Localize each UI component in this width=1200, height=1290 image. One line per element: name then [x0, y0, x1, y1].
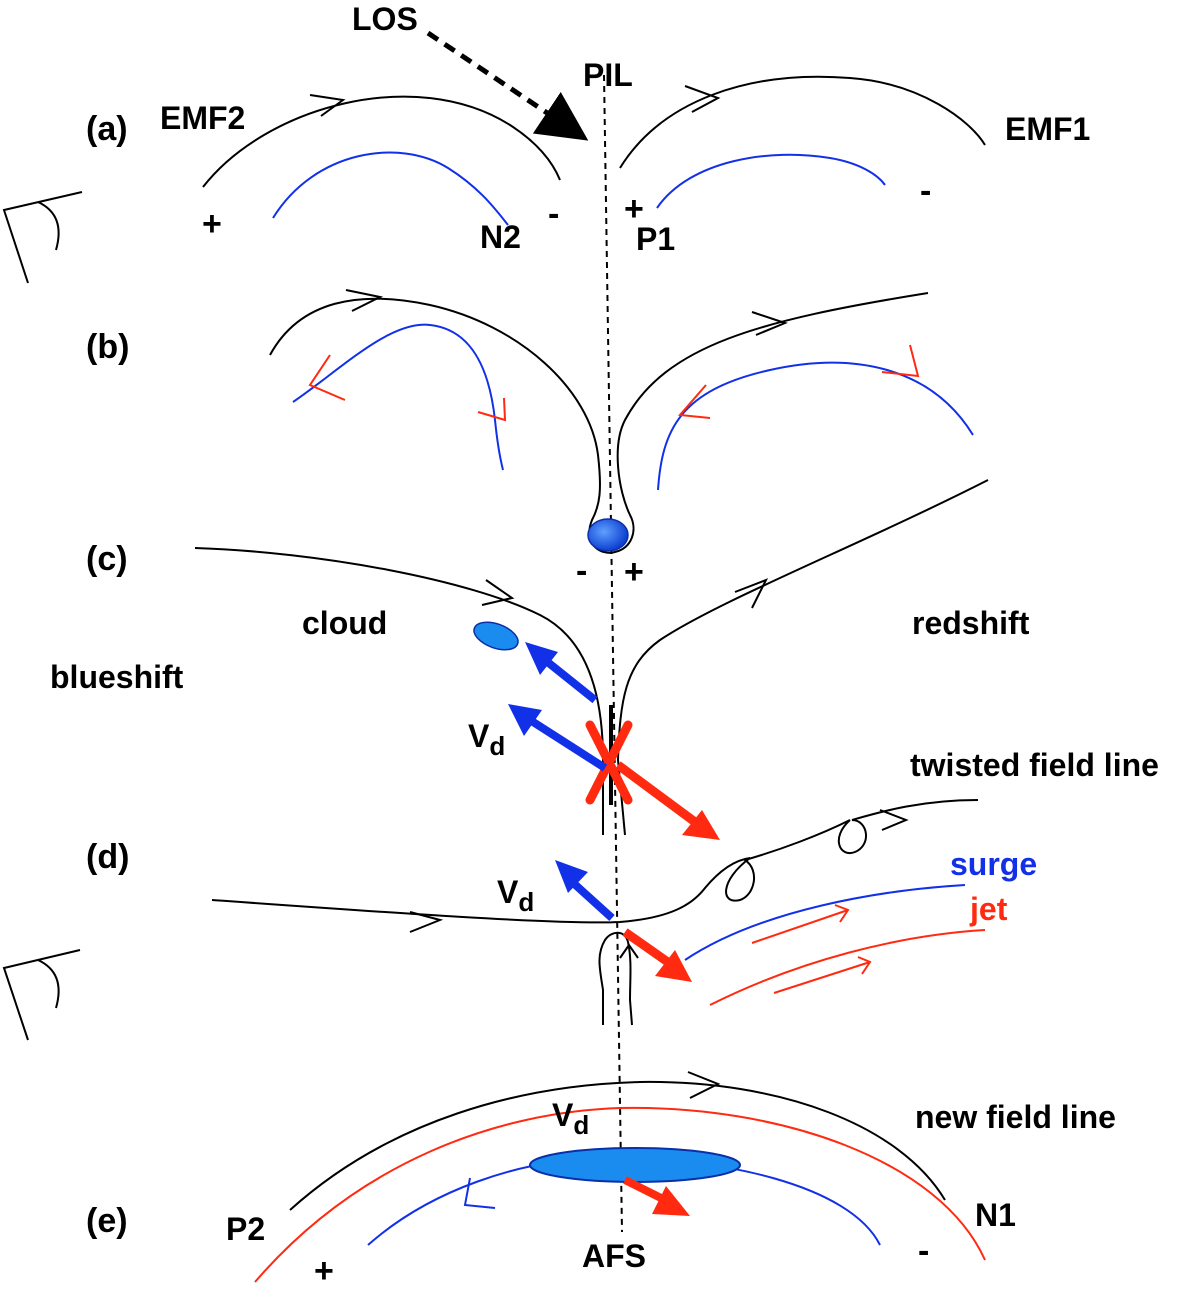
- n1-label: N1: [975, 1197, 1016, 1233]
- new-field-line-label: new field line: [915, 1099, 1116, 1135]
- field-arrowhead: [751, 311, 788, 336]
- surge-cloud: [529, 1147, 741, 1183]
- panel-b-label: (b): [86, 328, 129, 366]
- field-arrowhead: [409, 911, 444, 933]
- left-black-reconnecting-line: [194, 547, 604, 835]
- jet-red-arrow: [773, 956, 872, 994]
- emf1-black-loop: [619, 75, 986, 169]
- eye-icon: [2, 191, 83, 284]
- emf2-label: EMF2: [160, 100, 245, 136]
- panel-e-field-lines: [254, 1071, 986, 1283]
- cloud-label: cloud: [302, 605, 387, 641]
- red-outflow-arrow: [615, 761, 720, 840]
- jet-label: jet: [969, 891, 1008, 927]
- red-outflow-arrow: [623, 1176, 690, 1216]
- los-arrow: [426, 30, 589, 141]
- red-arrowhead: [677, 384, 711, 419]
- surge-label: surge: [950, 846, 1037, 882]
- field-arrowhead: [879, 809, 909, 831]
- red-outflow-arrow: [622, 928, 692, 982]
- emf2-black-loop: [202, 95, 561, 188]
- vd-label: Vd: [497, 874, 534, 917]
- blue-outflow-arrow: [525, 642, 598, 704]
- minus-sign: -: [576, 552, 587, 590]
- jet-red-line: [709, 929, 986, 1006]
- field-arrowhead: [684, 85, 721, 113]
- panel-a-label: (a): [86, 110, 128, 148]
- emf1-label: EMF1: [1005, 111, 1090, 147]
- field-arrowhead: [619, 943, 639, 959]
- plus-sign: +: [202, 205, 222, 243]
- jet-red-arrow: [751, 904, 850, 944]
- field-arrowhead: [309, 94, 346, 117]
- twisted-field-line: [211, 799, 979, 924]
- left-blue-line: [292, 323, 504, 471]
- panel-c-label: (c): [86, 540, 128, 578]
- panel-e-label: (e): [86, 1202, 128, 1240]
- cloud-blob: [473, 621, 519, 651]
- los-label: LOS: [352, 1, 418, 37]
- eye-icon: [2, 949, 81, 1041]
- plus-sign: +: [314, 1252, 334, 1290]
- red-arrowhead: [477, 397, 507, 422]
- plus-sign: +: [624, 553, 644, 591]
- panel-c-field-lines: [194, 479, 989, 840]
- field-arrowhead: [734, 578, 769, 609]
- minus-sign: -: [918, 1232, 929, 1270]
- emf2-blue-loop: [272, 151, 509, 226]
- red-arrowhead: [308, 354, 346, 401]
- reconnection-x-mark: [585, 720, 633, 805]
- emf1-blue-loop: [656, 153, 886, 209]
- plasmoid-blob: [587, 518, 629, 552]
- field-arrowhead: [481, 579, 515, 606]
- right-black-reconnecting-line: [616, 479, 989, 836]
- jet-red-arc: [254, 1106, 986, 1283]
- twisted-field-line-label: twisted field line: [910, 747, 1159, 783]
- minus-sign: -: [548, 195, 559, 233]
- lower-cusp-line: [598, 931, 633, 1026]
- pil-dashed-line: [603, 74, 623, 1233]
- pil-label: PIL: [583, 57, 633, 93]
- panel-d-label: (d): [86, 838, 129, 876]
- p2-label: P2: [226, 1211, 265, 1247]
- field-arrowhead: [345, 289, 384, 312]
- redshift-label: redshift: [912, 605, 1030, 641]
- plus-sign: +: [624, 190, 644, 228]
- blueshift-label: blueshift: [50, 659, 184, 695]
- vd-label: Vd: [468, 718, 505, 761]
- panel-b-field-lines: [269, 289, 974, 554]
- blue-outflow-arrow: [508, 704, 608, 772]
- panel-a-field-lines: [202, 75, 986, 226]
- afs-label: AFS: [582, 1238, 646, 1274]
- left-black-cusp-line: [269, 292, 929, 554]
- minus-sign: -: [920, 172, 931, 210]
- n2-label: N2: [480, 219, 521, 255]
- right-blue-line: [657, 361, 974, 491]
- surge-blue-line: [684, 884, 966, 961]
- panel-d-field-lines: [211, 799, 986, 1026]
- new-field-line-black: [289, 1080, 946, 1211]
- blue-arrowhead: [463, 1177, 496, 1209]
- red-arrowhead: [881, 344, 920, 378]
- p1-label: P1: [636, 221, 675, 257]
- field-arrowhead: [687, 1071, 721, 1099]
- blue-outflow-arrow: [555, 860, 615, 921]
- vd-label: Vd: [552, 1097, 589, 1140]
